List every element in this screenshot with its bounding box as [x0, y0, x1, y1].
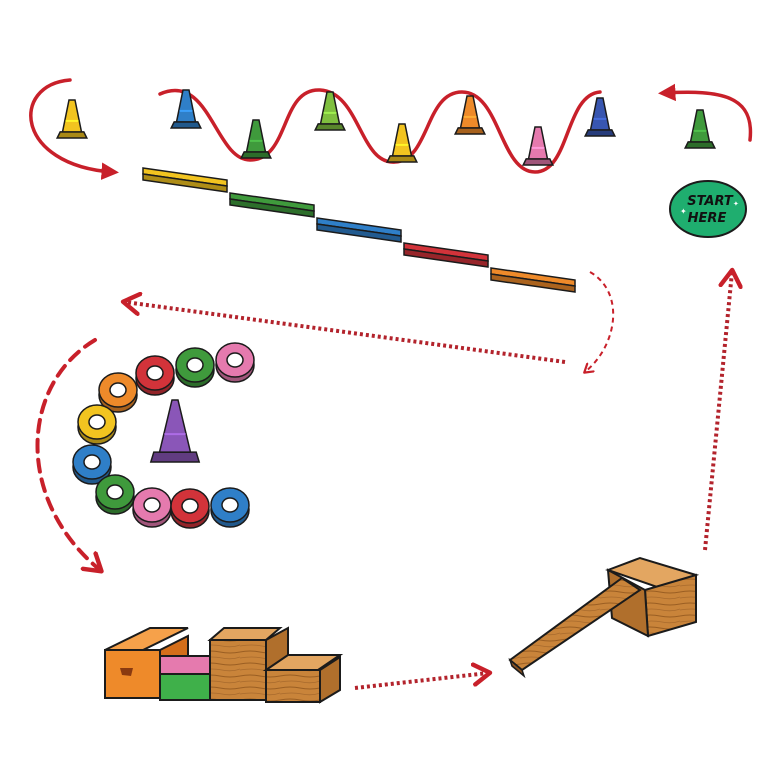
balance-beams	[142, 167, 576, 293]
start-here-badge[interactable]: START HERE ✦ ✦	[669, 180, 747, 238]
slalom-end-arrow	[29, 78, 119, 180]
slalom-start-arrow	[658, 83, 753, 142]
cone-blue	[169, 89, 203, 129]
ramp	[508, 556, 700, 679]
ring-pink	[132, 487, 172, 528]
beam-blue	[316, 217, 402, 243]
cone-green	[683, 109, 717, 149]
start-badge-line1: START	[687, 194, 734, 209]
boxes-to-ramp-arrow	[354, 673, 488, 690]
ring-blue	[72, 444, 112, 485]
cone-purple	[149, 399, 201, 463]
ramp-to-start-arrow	[703, 272, 732, 551]
cone-green	[239, 119, 273, 159]
cone-orange	[453, 95, 487, 135]
ring-orange	[98, 372, 138, 413]
rings-entry-arrow	[35, 338, 101, 570]
cone-navy	[583, 97, 617, 137]
ring-pink	[215, 342, 255, 383]
beams-exit-arrow	[585, 271, 615, 372]
ring-red	[135, 355, 175, 396]
ring-path	[35, 338, 255, 570]
step-boxes	[104, 626, 344, 704]
cone-pink	[521, 126, 555, 166]
sparkle-icon: ✦	[680, 207, 687, 216]
cone-lime	[313, 91, 347, 131]
return-dotted-arrow	[125, 302, 566, 364]
beam-green	[229, 192, 315, 218]
cone-slalom	[29, 78, 753, 180]
ring-green	[175, 347, 215, 388]
ring-red	[170, 488, 210, 529]
ring-yellow	[77, 404, 117, 445]
start-badge-line2: HERE	[688, 211, 727, 226]
ring-blue	[210, 487, 250, 528]
beam-yellow	[142, 167, 228, 193]
cone-yellow	[385, 123, 419, 163]
beam-orange	[490, 267, 576, 293]
ring-green	[95, 474, 135, 515]
sparkle-icon: ✦	[733, 200, 739, 208]
cone-yellow	[55, 99, 89, 139]
beam-red	[403, 242, 489, 268]
